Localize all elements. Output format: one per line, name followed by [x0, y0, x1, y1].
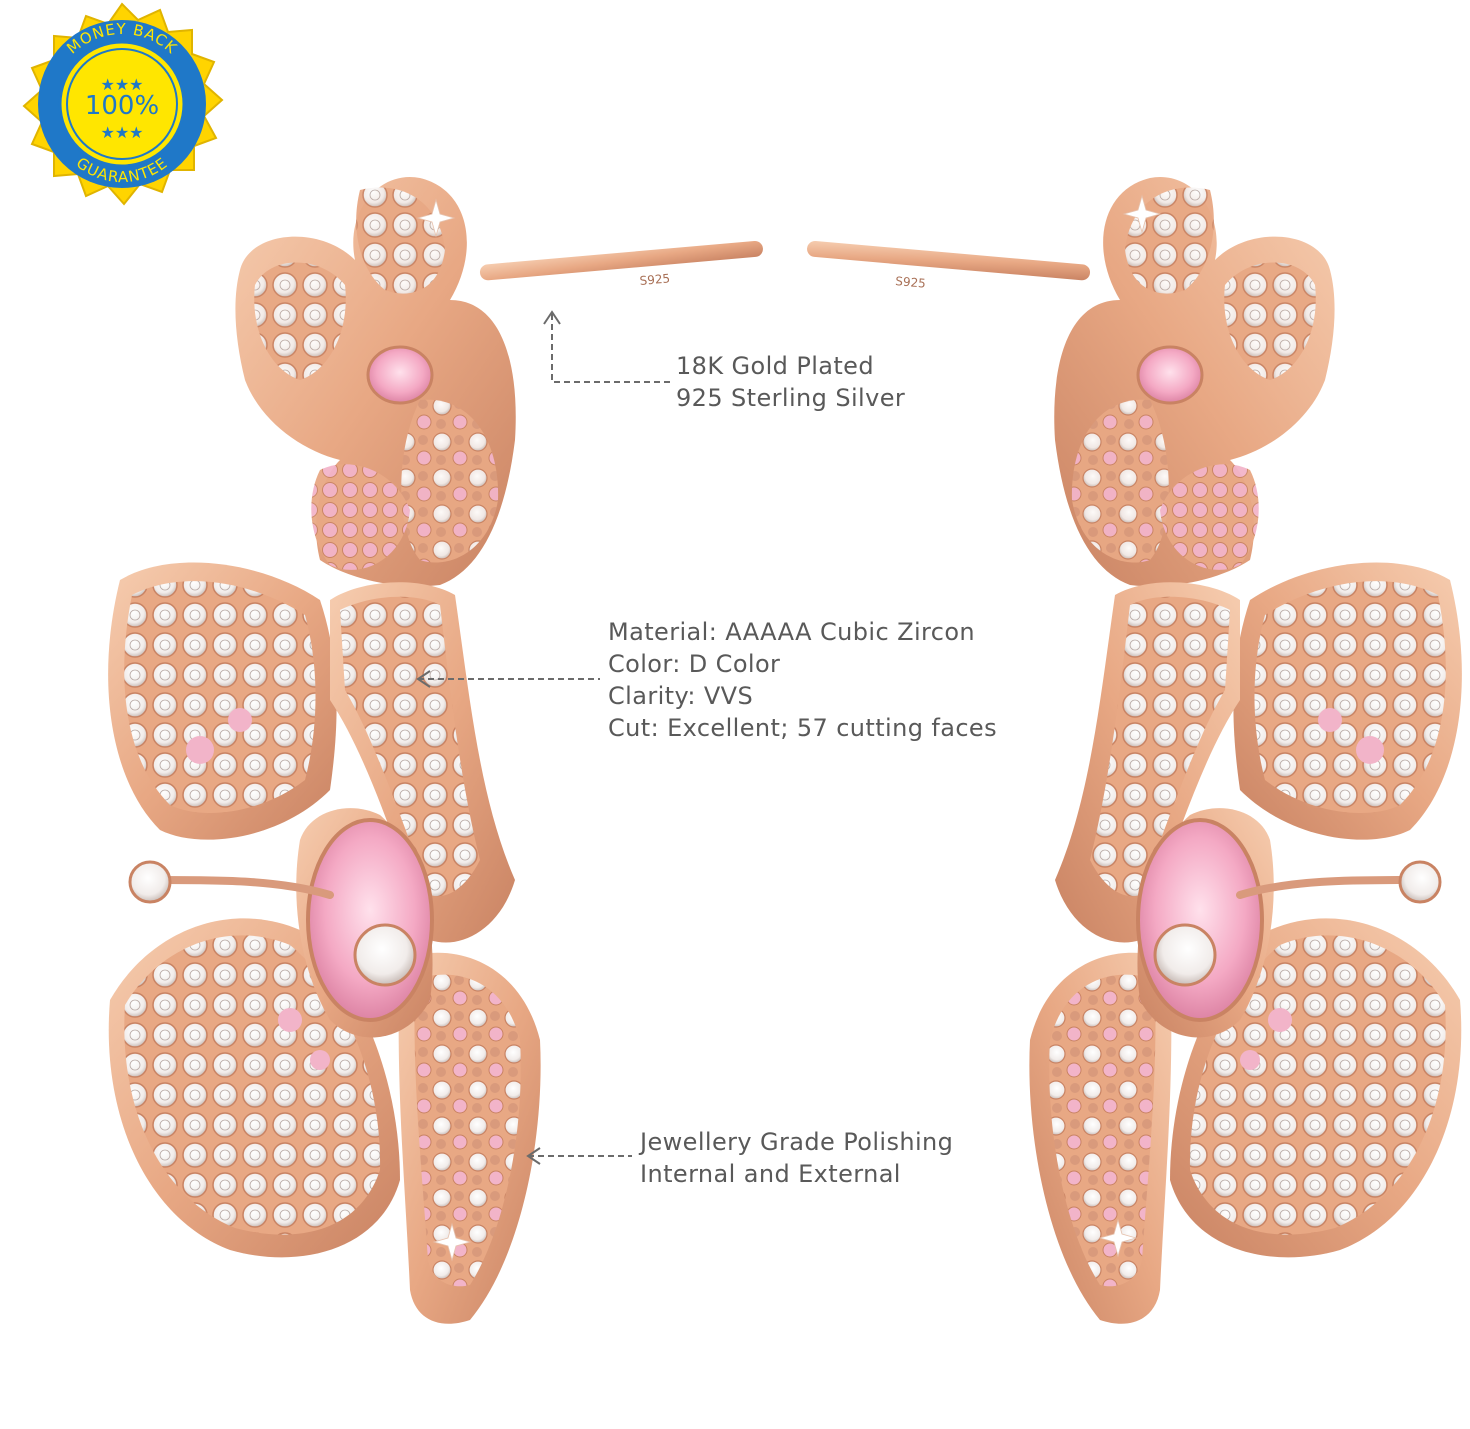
stone-pointer: [416, 670, 600, 688]
plating-pointer: [543, 310, 670, 383]
left-post-stamp: S925: [639, 271, 671, 288]
callout-plating: 18K Gold Plated 925 Sterling Silver: [676, 350, 905, 414]
callout-stone-clarity: Clarity: VVS: [608, 682, 754, 710]
callout-polish-line2: Internal and External: [640, 1160, 901, 1188]
callout-polish-line1: Jewellery Grade Polishing: [640, 1128, 954, 1156]
guarantee-badge-icon: MONEY BACK GUARANTEE ★★★ 100% ★★★: [22, 2, 224, 206]
sparkle-icons: [416, 194, 1162, 1262]
callout-stone-cut: Cut: Excellent; 57 cutting faces: [608, 714, 997, 742]
callout-stone-material: Material: AAAAA Cubic Zircon: [608, 618, 976, 646]
callout-plating-line2: 925 Sterling Silver: [676, 384, 906, 412]
badge-stars-top: ★★★: [100, 75, 143, 94]
callout-plating-line1: 18K Gold Plated: [676, 352, 874, 380]
callout-stone-color: Color: D Color: [608, 650, 781, 678]
right-post-stamp: S925: [895, 274, 927, 291]
badge-center-text: 100%: [85, 91, 159, 121]
callout-polish: Jewellery Grade Polishing Internal and E…: [640, 1126, 953, 1190]
butterfly-earring-right: S925: [807, 177, 1461, 1324]
callout-stone: Material: AAAAA Cubic Zircon Color: D Co…: [608, 616, 997, 744]
badge-stars-bottom: ★★★: [100, 123, 143, 142]
polish-pointer: [526, 1147, 632, 1165]
butterfly-earring-left: S925: [108, 177, 763, 1324]
